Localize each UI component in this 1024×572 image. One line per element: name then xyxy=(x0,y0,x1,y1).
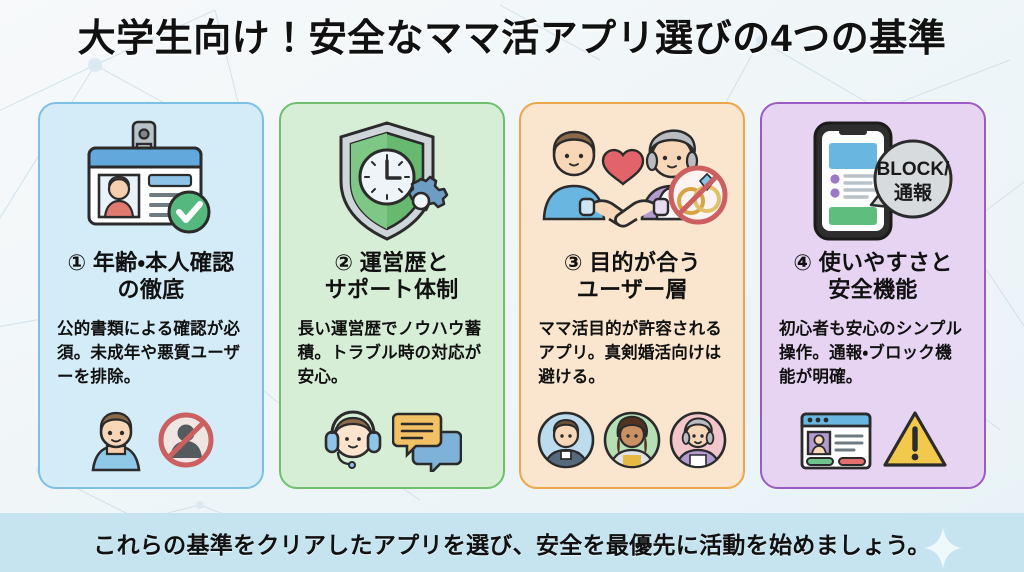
criteria-card-3-body: ママ活目的が許容されるアプリ。真剣婚活向けは避ける。 xyxy=(538,319,723,386)
criteria-card-4-bottom-icons xyxy=(762,403,984,477)
criteria-card-4-title: ④ 使いやすさと 安全機能 xyxy=(793,250,952,304)
criteria-card-4-body: 初心者も安心のシンプル操作。通報・ブロック機能が明確。 xyxy=(778,319,963,386)
shield-clock-gear-icon xyxy=(291,116,493,248)
criteria-card-3-bottom-icons xyxy=(521,403,743,477)
criteria-card-1[interactable]: ① 年齢・本人確認 の徹底 公的書類による確認が必須。未成年や悪質ユーザーを排除… xyxy=(38,102,264,489)
criteria-card-1-title: ① 年齢・本人確認 の徹底 xyxy=(68,250,235,304)
criteria-card-2-title: ② 運営歴と サポート体制 xyxy=(325,250,459,304)
user-avatar-woman-icon xyxy=(604,411,661,469)
criteria-card-3-title-line2: ユーザー層 xyxy=(576,276,688,302)
criteria-cards-row: ① 年齢・本人確認 の徹底 公的書類による確認が必須。未成年や悪質ユーザーを排除… xyxy=(38,102,986,489)
criteria-card-1-title-line2: の徹底 xyxy=(117,276,185,302)
criteria-card-2-bottom-icons xyxy=(281,403,503,477)
criteria-card-3-title: ③ 目的が合う ユーザー層 xyxy=(564,250,701,304)
block-badge-line1: BLOCK/ xyxy=(877,159,951,180)
criteria-card-2-body: 長い運営歴でノウハウ蓄積。トラブル時の対応が安心。 xyxy=(297,319,482,386)
no-bad-user-icon xyxy=(158,412,214,468)
criteria-card-1-title-line1: ① 年齢・本人確認 xyxy=(67,250,235,275)
user-avatar-senior-icon xyxy=(670,411,727,469)
chat-bubbles-icon xyxy=(391,412,462,472)
page-title-container: 大学生向け！安全なママ活アプリ選びの4つの基準 xyxy=(0,18,1024,62)
criteria-card-4-title-line2: 安全機能 xyxy=(828,276,918,302)
criteria-card-4[interactable]: BLOCK/ 通報 ④ 使いやすさと 安全機能 初心者も安心のシンプル操作。通報… xyxy=(759,102,986,489)
id-card-verified-icon xyxy=(50,116,252,248)
criteria-card-1-bottom-icons xyxy=(40,403,262,477)
sparkle-star-icon xyxy=(924,527,962,569)
criteria-card-4-title-line1: ④ 使いやすさと xyxy=(793,250,953,275)
footer-message: これらの基準をクリアしたアプリを選び、安全を最優先に活動を始めましょう。 xyxy=(93,531,931,558)
support-headset-icon xyxy=(324,410,381,469)
criteria-card-3[interactable]: ③ 目的が合う ユーザー層 ママ活目的が許容されるアプリ。真剣婚活向けは避ける。 xyxy=(519,102,746,489)
user-avatar-man-icon xyxy=(538,411,595,469)
criteria-card-2[interactable]: ② 運営歴と サポート体制 長い運営歴でノウハウ蓄積。トラブル時の対応が安心。 xyxy=(278,102,505,489)
handshake-heart-no-marriage-icon xyxy=(531,116,733,248)
warning-triangle-icon xyxy=(883,411,947,467)
footer-band: これらの基準をクリアしたアプリを選び、安全を最優先に活動を始めましょう。 xyxy=(0,513,1024,572)
page-title: 大学生向け！安全なママ活アプリ選びの4つの基準 xyxy=(77,18,947,60)
criteria-card-1-body: 公的書類による確認が必須。未成年や悪質ユーザーを排除。 xyxy=(57,319,241,386)
young-man-avatar-icon xyxy=(91,411,141,472)
criteria-card-3-title-line1: ③ 目的が合う xyxy=(563,250,701,275)
criteria-card-2-title-line1: ② 運営歴と xyxy=(334,250,449,275)
criteria-card-2-title-line2: サポート体制 xyxy=(324,276,459,302)
profile-window-icon xyxy=(800,412,872,470)
smartphone-block-report-icon: BLOCK/ 通報 xyxy=(772,116,974,248)
block-badge-line2: 通報 xyxy=(894,181,933,204)
